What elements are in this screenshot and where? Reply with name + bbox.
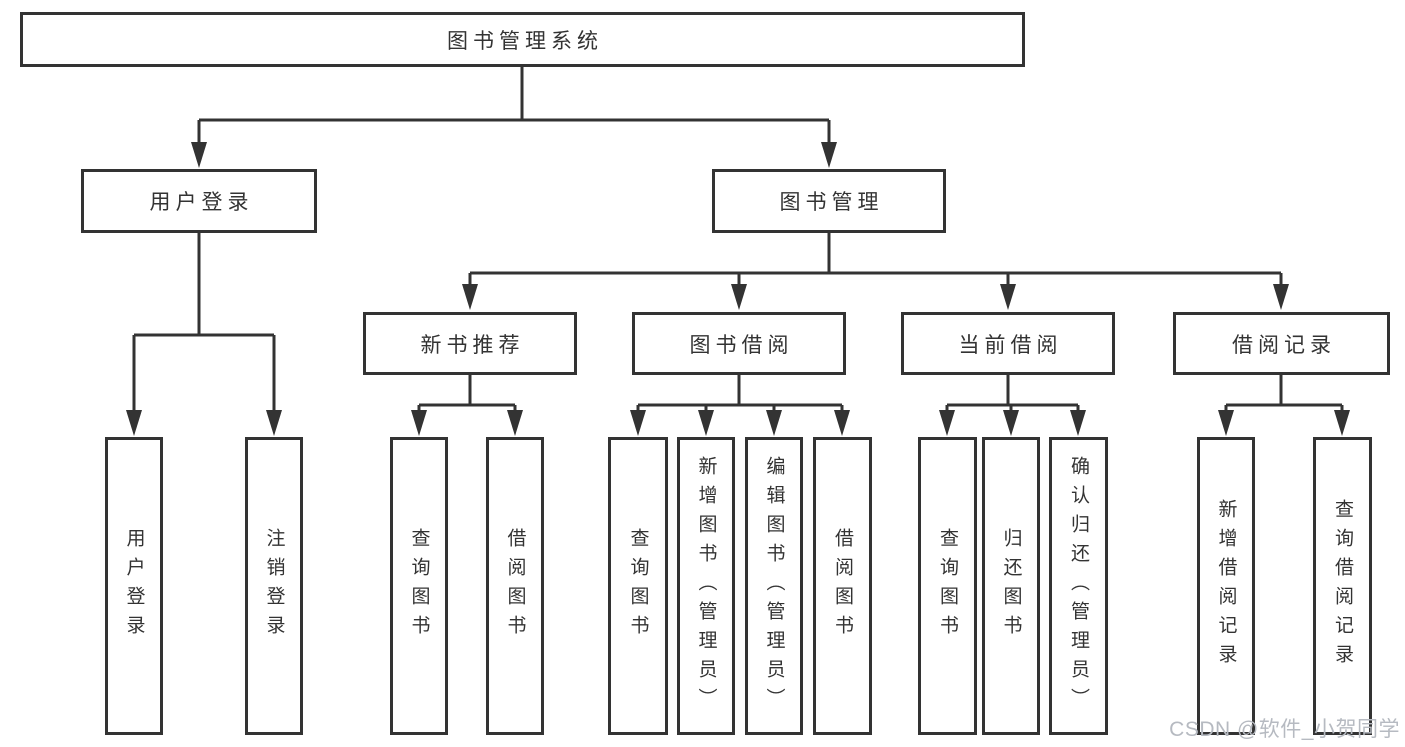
node-user-login-label: 用户登录 [149, 191, 254, 214]
leaf-query-books-borrow: 查询图书 [608, 437, 668, 735]
leaf-user-login: 用户登录 [105, 437, 163, 735]
leaf-edit-book-admin: 编辑图书（管理员） [745, 437, 803, 735]
leaf-add-borrow-record: 新增借阅记录 [1197, 437, 1255, 735]
node-root-label: 图书管理系统 [447, 29, 603, 53]
csdn-watermark: CSDN @软件_小贺同学 [1169, 718, 1400, 741]
leaf-query-borrow-record: 查询借阅记录 [1313, 437, 1372, 735]
node-root: 图书管理系统 [20, 12, 1025, 67]
leaf-confirm-return-admin: 确认归还（管理员） [1049, 437, 1108, 735]
leaf-query-books-borrow-label: 查询图书 [627, 528, 649, 644]
node-user-login: 用户登录 [81, 169, 317, 233]
arrow-icons [126, 142, 1350, 436]
leaf-query-books-recommend-label: 查询图书 [408, 528, 430, 644]
node-new-book-recommend-label: 新书推荐 [420, 333, 525, 357]
node-current-borrow: 当前借阅 [901, 312, 1115, 375]
node-new-book-recommend: 新书推荐 [363, 312, 577, 375]
node-book-management-label: 图书管理 [779, 191, 884, 214]
leaf-borrow-books-borrow-label: 借阅图书 [832, 528, 853, 644]
node-book-management: 图书管理 [712, 169, 946, 233]
leaf-add-book-admin-label: 新增图书（管理员） [695, 455, 717, 717]
node-book-borrow: 图书借阅 [632, 312, 846, 375]
node-borrow-records: 借阅记录 [1173, 312, 1390, 375]
node-borrow-records-label: 借阅记录 [1232, 333, 1336, 357]
leaf-confirm-return-admin-label: 确认归还（管理员） [1068, 455, 1089, 717]
leaf-borrow-books-recommend-label: 借阅图书 [504, 528, 526, 644]
leaf-edit-book-admin-label: 编辑图书（管理员） [763, 455, 785, 717]
leaf-logout-label: 注销登录 [263, 528, 285, 644]
leaf-borrow-books-recommend: 借阅图书 [486, 437, 544, 735]
leaf-query-books-recommend: 查询图书 [390, 437, 448, 735]
leaf-borrow-books-borrow: 借阅图书 [813, 437, 872, 735]
leaf-return-books-label: 归还图书 [1000, 528, 1022, 644]
leaf-query-borrow-record-label: 查询借阅记录 [1332, 499, 1353, 673]
leaf-add-borrow-record-label: 新增借阅记录 [1215, 499, 1237, 673]
leaf-add-book-admin: 新增图书（管理员） [677, 437, 735, 735]
leaf-query-books-current: 查询图书 [918, 437, 977, 735]
node-book-borrow-label: 图书借阅 [689, 333, 794, 357]
leaf-logout: 注销登录 [245, 437, 303, 735]
leaf-return-books: 归还图书 [982, 437, 1040, 735]
node-current-borrow-label: 当前借阅 [958, 333, 1063, 357]
leaf-query-books-current-label: 查询图书 [937, 528, 958, 644]
leaf-user-login-label: 用户登录 [123, 528, 145, 644]
